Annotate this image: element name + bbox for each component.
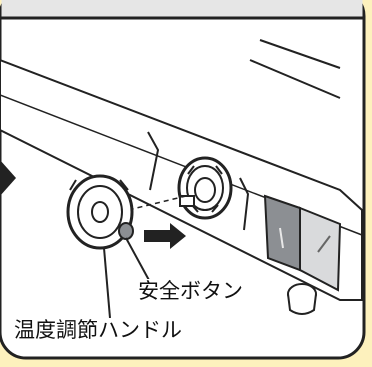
- faucet-section-divider-2: [239, 177, 250, 231]
- arrow-right-icon: [144, 223, 186, 249]
- temperature-handle-grip: [69, 179, 129, 191]
- lever-mark-right: [317, 235, 331, 253]
- leader-safety-button: [125, 237, 151, 283]
- lever-mark-left: [279, 227, 284, 249]
- faucet-section-divider: [147, 131, 160, 191]
- valve-teeth: [187, 165, 223, 213]
- temperature-handle-hub: [91, 201, 109, 223]
- spout-tip: [287, 293, 317, 315]
- wall-line-2: [249, 59, 341, 99]
- panel-header-band: [1, 0, 363, 18]
- valve-stem: [194, 177, 216, 203]
- wall-line: [259, 39, 341, 69]
- leader-temperature-handle: [103, 247, 111, 319]
- valve-key: [179, 195, 195, 207]
- safety-button-label: 安全ボタン: [134, 279, 247, 304]
- arrow-right-icon: [0, 160, 16, 196]
- lever-button-left: [263, 194, 301, 272]
- safety-button-part: [118, 222, 134, 240]
- temperature-handle-label: 温度調節ハンドル: [10, 318, 186, 343]
